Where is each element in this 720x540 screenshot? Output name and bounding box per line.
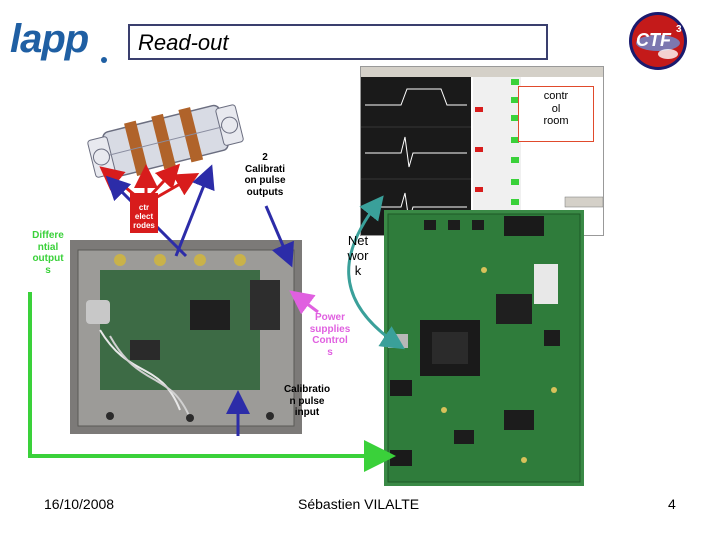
network-arrow	[347, 195, 406, 350]
slide-title: Read-out	[138, 30, 229, 55]
svg-text:CTF: CTF	[636, 30, 672, 50]
control-room-label: contr ol room	[518, 86, 594, 142]
differential-output-arrow	[28, 292, 396, 472]
power-supply-arrow	[289, 290, 319, 315]
network-label: Net wor k	[347, 233, 369, 278]
processing-board-photo	[384, 210, 584, 486]
lapp-logo: lapp	[10, 17, 107, 63]
calib-output-arrow-3	[264, 205, 294, 268]
footer-author: Sébastien VILALTE	[298, 496, 420, 512]
electrode-arrow-4	[151, 173, 200, 202]
page-number: 4	[668, 496, 676, 512]
svg-text:3: 3	[676, 24, 682, 35]
title-box: Read-out	[128, 24, 548, 60]
ctf3-logo: CTF 3	[629, 12, 687, 70]
power-supplies-label: Power supplies Control s	[309, 312, 351, 358]
acquisition-board-photo	[70, 240, 302, 434]
calibration-input-label: Calibratio n pulse input	[283, 384, 331, 418]
calibration-outputs-label: 2 Calibrati on pulse outputs	[244, 152, 286, 198]
calib-output-arrow-1	[174, 164, 215, 257]
differential-outputs-label: Differe ntial output s	[32, 230, 64, 276]
electrodes-label: ctr elect rodes	[130, 193, 158, 233]
footer-date: 16/10/2008	[44, 496, 115, 512]
svg-text:lapp: lapp	[10, 17, 89, 61]
electrode-arrow-3	[148, 163, 181, 198]
